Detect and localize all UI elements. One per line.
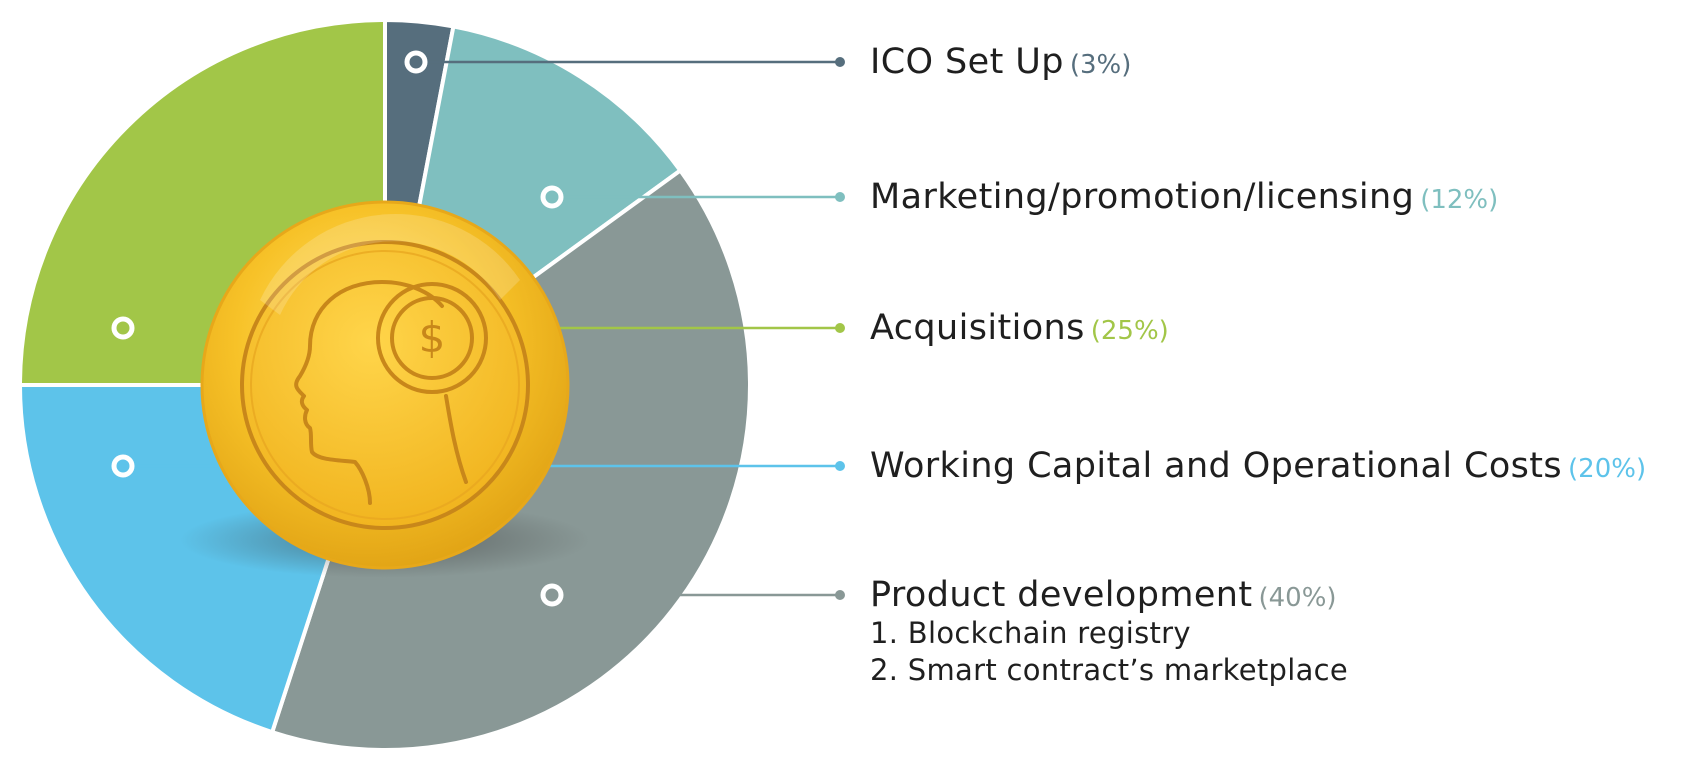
legend-detail: 1. Blockchain registry bbox=[870, 616, 1191, 651]
leader-end-dot bbox=[835, 57, 845, 67]
legend-detail: 2. Smart contract’s marketplace bbox=[870, 653, 1349, 688]
svg-text:$: $ bbox=[419, 313, 446, 362]
leader-end-dot bbox=[835, 590, 845, 600]
leader-end-dot bbox=[835, 461, 845, 471]
legend-item-ico-set-up: ICO Set Up(3%) bbox=[870, 42, 1131, 82]
legend-label: Marketing/promotion/licensing bbox=[870, 177, 1415, 217]
slice-marker bbox=[540, 185, 564, 209]
legend-item-marketing-promotion-licensing: Marketing/promotion/licensing(12%) bbox=[870, 177, 1498, 217]
legend-percent: (20%) bbox=[1568, 454, 1647, 484]
legend-label: ICO Set Up bbox=[870, 42, 1064, 82]
leader-end-dot bbox=[835, 323, 845, 333]
legend-item-product-development: Product development(40%) 1. Blockchain re… bbox=[870, 575, 1348, 689]
legend-item-working-capital-and-operational-costs: Working Capital and Operational Costs(20… bbox=[870, 446, 1646, 486]
slice-marker bbox=[404, 50, 428, 74]
legend-label: Acquisitions bbox=[870, 308, 1085, 348]
legend-percent: (12%) bbox=[1420, 185, 1499, 215]
legend-percent: (3%) bbox=[1069, 50, 1132, 80]
slice-marker bbox=[111, 316, 135, 340]
legend-percent: (25%) bbox=[1090, 316, 1169, 346]
leader-end-dot bbox=[835, 192, 845, 202]
legend-label: Product development bbox=[870, 575, 1253, 615]
gold-coin-head-dollar-icon: $ bbox=[180, 200, 590, 578]
legend-label: Working Capital and Operational Costs bbox=[870, 446, 1563, 486]
legend-item-acquisitions: Acquisitions(25%) bbox=[870, 308, 1169, 348]
legend-percent: (40%) bbox=[1258, 583, 1337, 613]
slice-marker bbox=[540, 583, 564, 607]
slice-marker bbox=[111, 454, 135, 478]
